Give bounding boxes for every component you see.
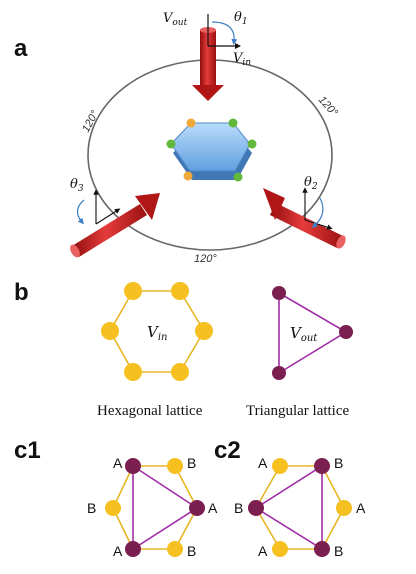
theta1-rotation-icon (211, 21, 238, 45)
purple-site (248, 500, 264, 516)
panel-label-c1: c1 (14, 437, 41, 464)
yellow-site (171, 282, 189, 300)
c2-site-label: B (334, 543, 343, 559)
dopant-atom (233, 172, 243, 182)
triangular-lattice (272, 286, 353, 380)
c2-hex-bonds (255, 465, 345, 550)
yellow-site (171, 363, 189, 381)
tri-caption: Triangular lattice (246, 403, 350, 419)
c1-lattice (105, 458, 205, 557)
c2-site-label: B (234, 500, 243, 516)
panel-label-a: a (14, 35, 28, 62)
purple-site (125, 541, 141, 557)
purple-site (125, 458, 141, 474)
c1-site-label: A (113, 543, 123, 559)
left-strain-arrow (70, 193, 160, 258)
yellow-site (167, 458, 183, 474)
purple-site (339, 325, 353, 339)
dopant-atom (186, 118, 196, 128)
c1-site-label: B (187, 455, 196, 471)
c2-site-label: B (334, 455, 343, 471)
panel-label-c2: c2 (214, 437, 241, 464)
left-axis-diagonal (95, 208, 121, 225)
hex-caption: Hexagonal lattice (97, 403, 203, 419)
theta3-label: θ3 (70, 177, 84, 194)
c2-site-label: A (356, 500, 366, 516)
yellow-site (124, 282, 142, 300)
tri-bonds (278, 291, 348, 375)
purple-site (272, 366, 286, 380)
hex-potential-label: Vin (147, 323, 167, 343)
hexagonal-lattice (101, 282, 213, 381)
dopant-atom (166, 139, 176, 149)
theta2-rotation-icon (311, 197, 324, 228)
top-strain-arrow (192, 27, 224, 101)
dopant-atom (247, 139, 257, 149)
yellow-site (336, 500, 352, 516)
c1-tri-bonds (132, 464, 199, 551)
c1-site-label: B (87, 500, 96, 516)
yellow-site (195, 322, 213, 340)
panel-label-b: b (14, 279, 29, 306)
theta3-rotation-icon (76, 199, 85, 225)
c1-site-label: A (113, 455, 123, 471)
yellow-site (167, 541, 183, 557)
c1-site-label: B (187, 543, 196, 559)
tri-potential-label: Vout (290, 324, 318, 344)
angle-label-bottom: 120° (194, 253, 217, 265)
yellow-site (272, 541, 288, 557)
c2-site-label: A (258, 543, 268, 559)
c1-site-label: A (208, 500, 218, 516)
purple-site (314, 458, 330, 474)
right-strain-arrow (263, 188, 346, 249)
yellow-site (272, 458, 288, 474)
v-out-label: Vout (163, 11, 188, 28)
c1-hex-bonds (112, 465, 198, 550)
yellow-site (105, 500, 121, 516)
theta1-label: θ1 (234, 10, 248, 27)
c2-tri-bonds (254, 464, 323, 551)
yellow-site (101, 322, 119, 340)
theta2-label: θ2 (304, 175, 318, 192)
dopant-atom (183, 171, 193, 181)
purple-site (189, 500, 205, 516)
angle-label-left: 120° (80, 108, 102, 134)
yellow-site (124, 363, 142, 381)
purple-site (314, 541, 330, 557)
v-in-label: Vin (233, 51, 251, 68)
dopant-atom (228, 118, 238, 128)
hexagon-molecule (166, 118, 257, 182)
c2-lattice (248, 458, 352, 557)
purple-site (272, 286, 286, 300)
angle-label-right: 120° (316, 94, 341, 119)
c2-site-label: A (258, 455, 268, 471)
